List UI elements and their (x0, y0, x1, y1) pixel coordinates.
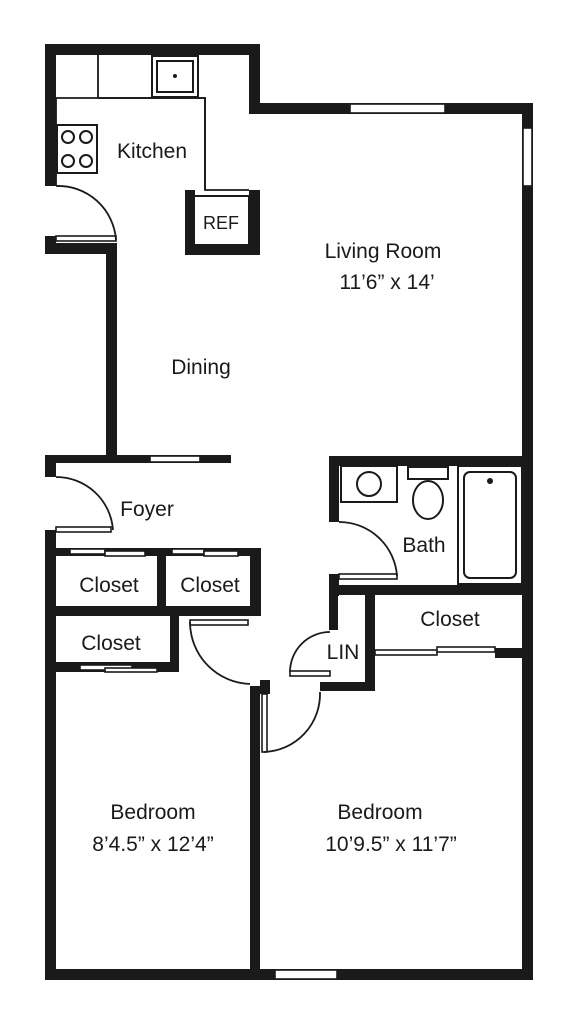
living-room-window-top (349, 103, 446, 114)
kitchen-door (55, 185, 117, 242)
bedroom-left-label: Bedroom (110, 801, 195, 824)
refrigerator-label: REF (203, 213, 239, 233)
bedroom-left-door-leaf (189, 619, 249, 626)
bedroom-left: Bedroom 8’4.5” x 12’4” (92, 619, 260, 980)
foyer-label: Foyer (120, 498, 174, 521)
kitchen-label: Kitchen (117, 140, 187, 163)
bath-label: Bath (402, 534, 445, 557)
linen-closet: LIN (289, 595, 375, 691)
toilet-icon (407, 466, 449, 520)
refrigerator-icon (193, 195, 250, 247)
bath: Bath (329, 456, 533, 596)
dining-label: Dining (171, 356, 231, 379)
stove-icon (56, 124, 98, 174)
living-room-label: Living Room (325, 240, 442, 263)
bedroom-window (274, 969, 338, 980)
bedroom-right-label: Bedroom (337, 801, 422, 824)
closet-label-bedroom-left: Closet (81, 632, 141, 655)
bedroom-right: Bedroom 10’9.5” x 11’7” (260, 680, 457, 856)
bedroom-right-closet: Closet (374, 608, 533, 658)
closet-label-bedroom-right: Closet (420, 608, 480, 631)
bath-sink-icon (340, 465, 398, 503)
dining-window (149, 455, 201, 463)
foyer-closets: Closet Closet (45, 548, 261, 616)
bedroom-right-size: 10’9.5” x 11’7” (325, 833, 457, 856)
kitchen: REF Kitchen (55, 55, 260, 255)
living-room-window-side (522, 127, 533, 187)
bedroom-left-closet: Closet (45, 606, 179, 673)
bathtub-icon (457, 465, 523, 585)
kitchen-sink-icon (151, 55, 199, 98)
bedroom-left-size: 8’4.5” x 12’4” (92, 833, 213, 856)
closet-label-foyer-left: Closet (79, 574, 139, 597)
closet-label-foyer-right: Closet (180, 574, 240, 597)
windows (149, 103, 533, 980)
living-room-size: 11’6” x 14’ (339, 271, 434, 294)
foyer-door (55, 476, 114, 533)
linen-label: LIN (327, 641, 360, 664)
